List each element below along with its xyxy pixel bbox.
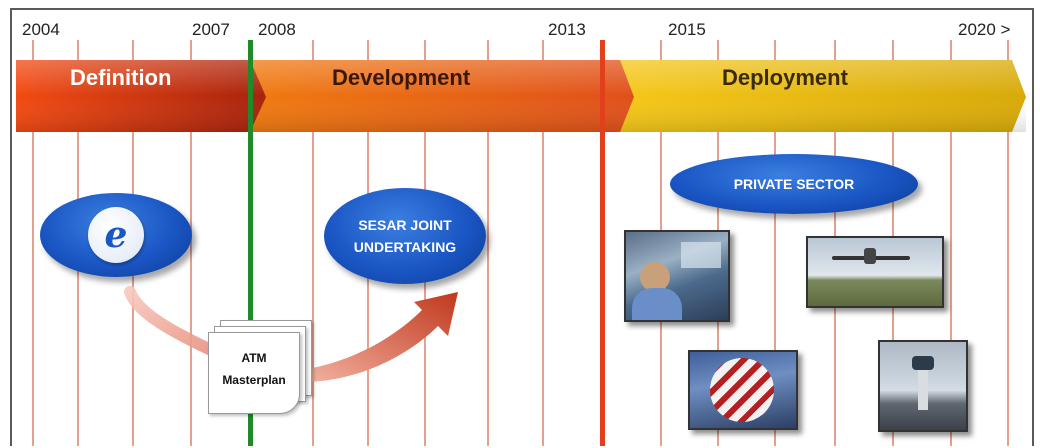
gridline: [1007, 40, 1009, 446]
gridline: [950, 40, 952, 446]
air-traffic-controller-photo: [624, 230, 730, 322]
eurocontrol-logo-icon: e: [88, 207, 144, 263]
gridline: [542, 40, 544, 446]
year-label-2015: 2015: [668, 20, 706, 39]
gridline: [774, 40, 776, 446]
sju-label-line1: SESAR JOINT: [358, 217, 452, 233]
sesar-joint-undertaking-ellipse: SESAR JOINT UNDERTAKING: [324, 188, 486, 284]
gridline: [190, 40, 192, 446]
masterplan-label-line1: ATM: [241, 351, 267, 365]
aircraft-landing-photo: [806, 236, 944, 308]
phase-arrows: [16, 60, 1026, 132]
year-label-2004: 2004: [22, 20, 60, 39]
arrow-shading: [16, 60, 1026, 132]
private-sector-label: PRIVATE SECTOR: [733, 176, 855, 192]
logo-to-masterplan-connector: [124, 286, 228, 361]
control-tower-photo: [878, 340, 968, 432]
year-label-2020: 2020 >: [958, 20, 1011, 39]
phase-label-development: Development: [332, 65, 471, 90]
gridline: [487, 40, 489, 446]
sju-label-line2: UNDERTAKING: [353, 239, 457, 255]
gridline: [32, 40, 34, 446]
year-label-2007: 2007: [192, 20, 230, 39]
masterplan-document: ATM Masterplan: [208, 332, 300, 414]
timeline-frame: 2004 2007 2008 2013 2015 2020 >: [10, 8, 1034, 446]
radar-antenna-photo: [688, 350, 798, 430]
year-label-2008: 2008: [258, 20, 296, 39]
private-sector-ellipse: PRIVATE SECTOR: [670, 154, 918, 214]
gridline: [312, 40, 314, 446]
eurocontrol-ellipse: e: [40, 193, 192, 277]
eurocontrol-logo-letter: e: [104, 214, 128, 256]
masterplan-label-line2: Masterplan: [222, 373, 286, 387]
phase-label-definition: Definition: [70, 65, 172, 90]
year-label-2013: 2013: [548, 20, 586, 39]
milestone-line-2013: [600, 40, 605, 446]
milestone-line-2007: [248, 40, 253, 446]
phase-label-deployment: Deployment: [722, 65, 848, 90]
connector-arrows: [124, 286, 458, 382]
curved-arrow-icon: [302, 292, 458, 382]
